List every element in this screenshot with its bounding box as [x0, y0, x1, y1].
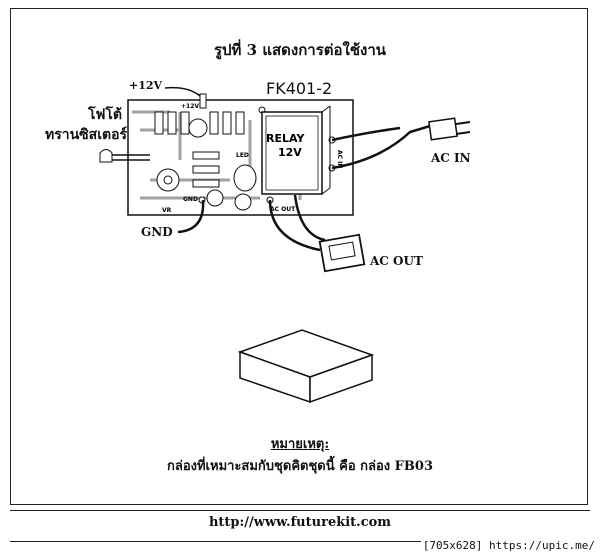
supply-label: +12V [129, 79, 163, 92]
gnd-wire [177, 199, 205, 234]
pcb-led-mark: LED [236, 152, 249, 159]
footer-divider-top [10, 510, 590, 511]
phototransistor-label-line2: ทรานซิสเตอร์ [45, 127, 128, 143]
pcb-ac-in-mark: AC IN [336, 150, 343, 168]
resistors [154, 111, 245, 188]
pcb-gnd-mark: GND [183, 196, 198, 203]
ac-out-socket-icon [268, 194, 366, 273]
supply-wire [164, 86, 201, 97]
enclosure-box-icon [237, 329, 375, 404]
pcb-components [156, 93, 336, 211]
figure-title: รูปที่ 3 แสดงการต่อใช้งาน [213, 41, 387, 59]
footer-url-link[interactable]: http://www.futurekit.com [208, 515, 392, 530]
pcb-vr-mark: VR [162, 207, 172, 214]
phototransistor-label-line1: โฟโต้ [87, 107, 123, 123]
pcb-supply-mark: +12V [181, 103, 199, 110]
ac-out-label: AC OUT [370, 254, 423, 268]
relay [261, 105, 331, 195]
figure-frame [10, 8, 588, 505]
pcb-ac-out-mark: AC OUT [270, 206, 296, 213]
note-heading: หมายเหตุ: [270, 437, 330, 452]
phototransistor-icon [99, 149, 150, 163]
footer-divider-bottom [10, 541, 590, 542]
relay-voltage: 12V [278, 146, 302, 159]
relay-label: RELAY [266, 132, 305, 145]
note-body: กล่องที่เหมาะสมกับชุดคิตชุดนี้ คือ กล่อง… [167, 459, 433, 474]
ac-in-plug-icon [331, 117, 471, 170]
gnd-label: GND [141, 225, 173, 239]
image-watermark: [705x628] https://upic.me/ [420, 539, 597, 552]
ac-in-label: AC IN [431, 151, 471, 165]
board-model-label: FK401-2 [266, 79, 333, 98]
